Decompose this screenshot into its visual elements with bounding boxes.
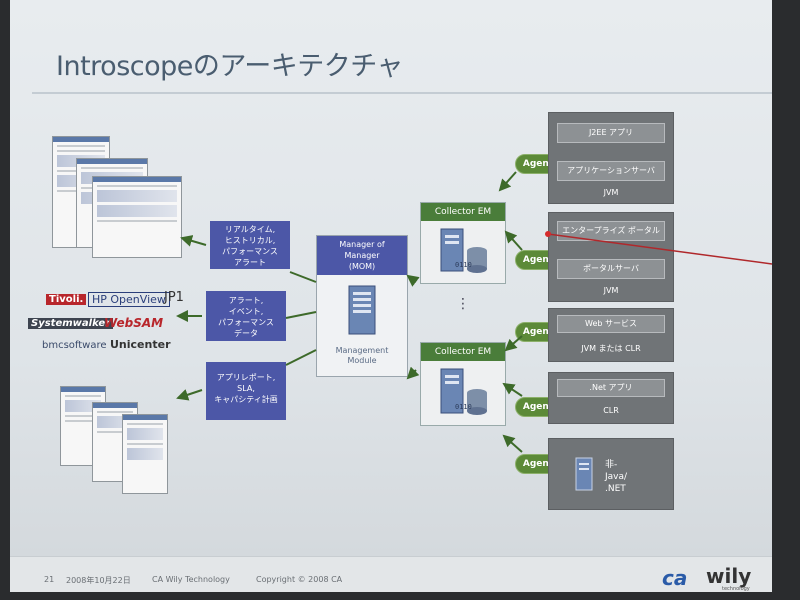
page-number: 21 [44, 575, 55, 584]
footer-company: CA Wily Technology [152, 575, 230, 584]
hp-openview-logo: HP OpenView [88, 292, 170, 307]
collector-label: Collector EM [421, 203, 505, 221]
app-button: アプリケーションサーバ [557, 161, 665, 181]
mom-server-icon [348, 285, 376, 335]
slide-footer [10, 556, 772, 592]
collector-label: Collector EM [421, 343, 505, 361]
output-box-reports: アプリレポート,SLA,キャパシティ計画 [206, 362, 286, 420]
slide-title: Introscopeのアーキテクチャ [56, 51, 403, 82]
app-runtime-label: JVM [603, 286, 619, 295]
app-stack-web-services: Web サービス JVM または CLR [548, 308, 674, 362]
console-screenshot-3 [92, 176, 182, 258]
output-box-alerts: アラート,イベント,パフォーマンスデータ [206, 291, 286, 341]
jp1-logo: JP1 [164, 290, 184, 305]
app-runtime-label: CLR [603, 406, 619, 415]
server-icon [575, 457, 593, 491]
wily-tagline: technology [722, 586, 750, 592]
svg-text:0110: 0110 [455, 403, 472, 411]
tivoli-logo: Tivoli. [46, 294, 87, 305]
app-stack-portal: エンタープライズ ポータル ポータルサーバ JVM [548, 212, 674, 302]
report-screenshot-3 [122, 414, 168, 494]
app-button: ポータルサーバ [557, 259, 665, 279]
app-button: .Net アプリ [557, 379, 665, 397]
ca-logo: ca [662, 566, 688, 590]
wily-logo: wily [706, 564, 752, 588]
bmc-logo: bmcsoftware [42, 340, 107, 351]
collector-em-1: Collector EM 0110 [420, 202, 506, 284]
app-button: エンタープライズ ポータル [557, 221, 665, 241]
app-runtime-label: JVM [603, 188, 619, 197]
svg-text:0110: 0110 [455, 261, 472, 269]
non-java-label: 非-Java/.NET [605, 460, 628, 494]
app-button: Web サービス [557, 315, 665, 333]
title-rule [32, 92, 772, 94]
footer-copyright: Copyright © 2008 CA [256, 575, 343, 584]
collector-server-database-icon: 0110 [440, 368, 487, 415]
collector-em-2: Collector EM 0110 [420, 342, 506, 426]
app-stack-non-java: 非-Java/.NET [548, 438, 674, 510]
unicenter-logo: Unicenter [110, 338, 171, 351]
footer-date: 2008年10月22日 [66, 576, 131, 585]
connector-lines [176, 171, 772, 453]
slide: Introscopeのアーキテクチャ Tivoli. HP OpenView J… [10, 0, 772, 592]
collector-ellipsis: ⋮ [456, 296, 470, 312]
app-button: J2EE アプリ [557, 123, 665, 143]
app-stack-dotnet: .Net アプリ CLR [548, 372, 674, 424]
websam-logo: WebSAM [104, 316, 164, 330]
collector-server-database-icon: 0110 [440, 228, 487, 273]
app-stack-j2ee: J2EE アプリ アプリケーションサーバ JVM [548, 112, 674, 204]
systemwalker-logo: Systemwalker [28, 318, 114, 329]
app-runtime-label: JVM または CLR [581, 344, 641, 353]
output-box-realtime: リアルタイム,ヒストリカル,パフォーマンスアラート [210, 221, 290, 269]
